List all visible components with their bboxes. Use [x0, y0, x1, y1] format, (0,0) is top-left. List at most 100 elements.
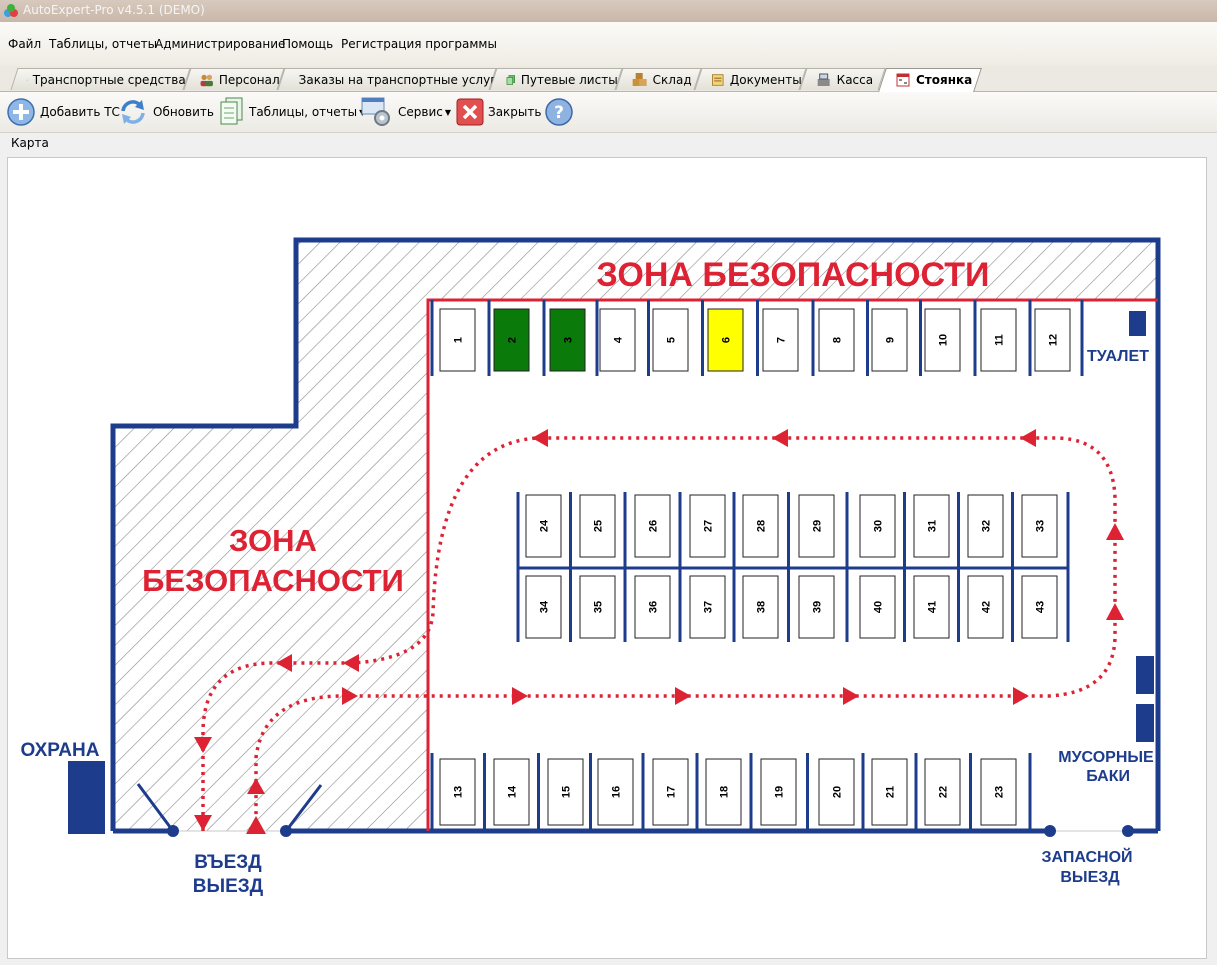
parking-spot-17[interactable]: 17	[652, 758, 689, 826]
parking-spot-number: 9	[885, 337, 897, 343]
gear-icon	[361, 97, 390, 126]
tab-documents[interactable]: Документы	[694, 68, 807, 90]
parking-spot-18[interactable]: 18	[705, 758, 742, 826]
tab-parking[interactable]: Стоянка	[878, 68, 982, 92]
parking-spot-34[interactable]: 34	[525, 575, 562, 639]
parking-spot-number: 24	[539, 519, 551, 532]
parking-spot-4[interactable]: 4	[599, 308, 636, 372]
parking-spot-42[interactable]: 42	[967, 575, 1004, 639]
menu-registration[interactable]: Регистрация программы	[341, 37, 497, 51]
parking-spot-number: 19	[774, 786, 786, 798]
parking-spot-33[interactable]: 33	[1021, 494, 1058, 558]
menu-help[interactable]: Помощь	[282, 37, 334, 51]
parking-spot-number: 27	[703, 520, 715, 532]
close-icon	[456, 98, 484, 126]
parking-spot-39[interactable]: 39	[798, 575, 835, 639]
parking-spot-24[interactable]: 24	[525, 494, 562, 558]
parking-spot-box	[493, 308, 530, 372]
parking-spot-32[interactable]: 32	[967, 494, 1004, 558]
parking-spot-number: 20	[832, 786, 844, 798]
menu-file[interactable]: Файл	[8, 37, 42, 51]
parking-spot-number: 1	[453, 337, 465, 343]
parking-spot-35[interactable]: 35	[579, 575, 616, 639]
help-button[interactable]: ?	[544, 96, 578, 128]
parking-spot-box	[634, 575, 671, 639]
parking-spot-30[interactable]: 30	[859, 494, 896, 558]
parking-spot-box	[493, 758, 530, 826]
parking-spot-box	[859, 494, 896, 558]
parking-spot-38[interactable]: 38	[742, 575, 779, 639]
parking-spot-number: 30	[873, 520, 885, 532]
parking-spot-36[interactable]: 36	[634, 575, 671, 639]
parking-spot-21[interactable]: 21	[871, 758, 908, 826]
parking-spot-7[interactable]: 7	[762, 308, 799, 372]
parking-spot-5[interactable]: 5	[652, 308, 689, 372]
parking-spot-number: 32	[981, 520, 993, 532]
tab-vehicles[interactable]: Транспортные средства	[10, 68, 191, 90]
parking-spot-41[interactable]: 41	[913, 575, 950, 639]
parking-spot-12[interactable]: 12	[1034, 308, 1071, 372]
parking-spot-16[interactable]: 16	[597, 758, 634, 826]
refresh-button[interactable]: Обновить	[117, 96, 214, 128]
parking-spot-3[interactable]: 3	[549, 308, 586, 372]
parking-spot-37[interactable]: 37	[689, 575, 726, 639]
parking-spot-box	[924, 308, 961, 372]
parking-spot-11[interactable]: 11	[980, 308, 1017, 372]
title-bar: AutoExpert-Pro v4.5.1 (DEMO)	[0, 0, 1217, 22]
parking-spot-20[interactable]: 20	[818, 758, 855, 826]
parking-spot-box	[967, 575, 1004, 639]
car-icon	[26, 79, 28, 81]
parking-spot-14[interactable]: 14	[493, 758, 530, 826]
parking-spot-box	[652, 758, 689, 826]
tab-warehouse[interactable]: Склад	[615, 68, 702, 90]
refresh-label: Обновить	[153, 105, 214, 119]
tab-label: Касса	[836, 73, 874, 87]
parking-spot-43[interactable]: 43	[1021, 575, 1058, 639]
tab-cashbox[interactable]: Касса	[799, 68, 886, 90]
parking-spot-22[interactable]: 22	[924, 758, 961, 826]
parking-spot-number: 40	[873, 601, 885, 613]
parking-spot-9[interactable]: 9	[871, 308, 908, 372]
parking-spot-19[interactable]: 19	[760, 758, 797, 826]
parking-spot-15[interactable]: 15	[547, 758, 584, 826]
emergency-exit-label-2: ВЫЕЗД	[1060, 869, 1120, 886]
parking-spot-box	[599, 308, 636, 372]
tab-transport-orders[interactable]: Заказы на транспортные услуги	[277, 68, 504, 90]
people-icon	[200, 74, 213, 87]
tables-reports-dropdown[interactable]: Таблицы, отчеты ▼	[217, 96, 365, 128]
parking-spot-29[interactable]: 29	[798, 494, 835, 558]
parking-spot-box	[762, 308, 799, 372]
parking-spot-13[interactable]: 13	[439, 758, 476, 826]
menu-tables-reports[interactable]: Таблицы, отчеты	[49, 37, 158, 51]
parking-spot-23[interactable]: 23	[980, 758, 1017, 826]
parking-spot-6[interactable]: 6	[707, 308, 744, 372]
parking-spot-8[interactable]: 8	[818, 308, 855, 372]
add-vehicle-button[interactable]: Добавить ТС	[6, 96, 120, 128]
tab-strip: Транспортные средства Персонал Заказы на…	[0, 66, 1217, 92]
menu-administration[interactable]: Администрирование	[155, 37, 286, 51]
safety-zone-boundary	[426, 298, 1158, 831]
parking-spot-27[interactable]: 27	[689, 494, 726, 558]
service-dropdown[interactable]: Сервис ▼	[360, 96, 451, 128]
add-icon	[7, 98, 35, 126]
parking-spot-10[interactable]: 10	[924, 308, 961, 372]
guard-label: ОХРАНА	[21, 740, 100, 761]
parking-spot-26[interactable]: 26	[634, 494, 671, 558]
svg-text:?: ?	[554, 103, 564, 123]
emergency-exit-label-1: ЗАПАСНОЙ	[1041, 847, 1132, 866]
parking-spot-25[interactable]: 25	[579, 494, 616, 558]
parking-spot-number: 2	[507, 337, 519, 343]
tab-label: Заказы на транспортные услуги	[298, 73, 505, 87]
parking-spot-number: 8	[832, 337, 844, 343]
safety-zone-left-label-1: ЗОНА	[229, 523, 317, 558]
parking-spot-28[interactable]: 28	[742, 494, 779, 558]
tab-personnel[interactable]: Персонал	[183, 68, 285, 90]
parking-spot-40[interactable]: 40	[859, 575, 896, 639]
parking-spot-1[interactable]: 1	[439, 308, 476, 372]
close-button[interactable]: Закрыть	[456, 96, 541, 128]
parking-spot-number: 7	[776, 337, 788, 343]
tab-label: Путевые листы	[520, 73, 618, 87]
parking-spot-2[interactable]: 2	[493, 308, 530, 372]
parking-spot-31[interactable]: 31	[913, 494, 950, 558]
tab-waybills[interactable]: Путевые листы	[489, 68, 623, 90]
